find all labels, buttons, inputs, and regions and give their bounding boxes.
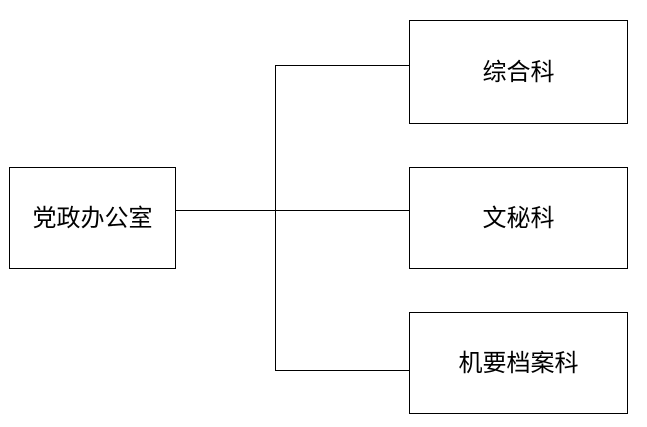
connector-to-child-2 bbox=[275, 210, 410, 211]
node-child-2: 文秘科 bbox=[409, 167, 628, 269]
node-child-3-label: 机要档案科 bbox=[458, 349, 579, 377]
node-child-1-label: 综合科 bbox=[482, 58, 555, 86]
connector-trunk bbox=[275, 65, 276, 371]
node-root: 党政办公室 bbox=[9, 167, 176, 269]
node-child-2-label: 文秘科 bbox=[482, 204, 555, 232]
node-child-3: 机要档案科 bbox=[409, 312, 628, 414]
connector-to-child-3 bbox=[275, 370, 410, 371]
connector-to-child-1 bbox=[275, 65, 410, 66]
connector-root-to-trunk bbox=[175, 210, 276, 211]
node-child-1: 综合科 bbox=[409, 20, 628, 124]
node-root-label: 党政办公室 bbox=[32, 204, 153, 232]
